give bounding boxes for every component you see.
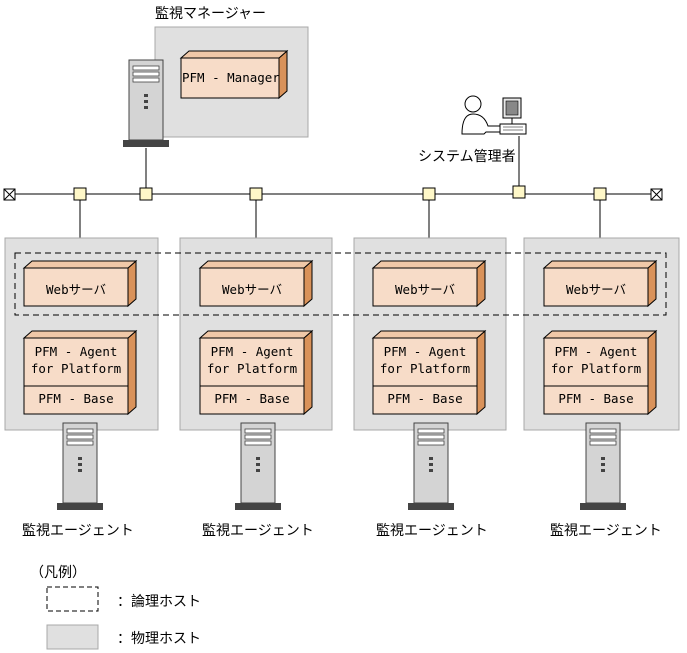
web-server-label: Webサーバ	[566, 282, 626, 297]
agent-host-label: 監視エージェント	[376, 523, 488, 539]
agent-server-icon	[56, 422, 104, 511]
agent-host-label: 監視エージェント	[202, 523, 314, 539]
manager-title: 監視マネージャー	[155, 6, 267, 22]
agent-server-icon	[579, 422, 627, 511]
agent-label-line1: PFM - Agent	[210, 344, 294, 359]
agent-label-line2: for Platform	[30, 361, 122, 376]
admin-label: システム管理者	[418, 149, 516, 165]
legend-physical-swatch	[46, 624, 99, 650]
manager-component-box	[179, 49, 289, 100]
logical-host-boundary	[14, 252, 667, 316]
agent-host-label: 監視エージェント	[22, 523, 134, 539]
legend-logical-label: ：論理ホスト	[117, 594, 201, 610]
legend-physical-label: ：物理ホスト	[117, 631, 201, 647]
administrator-icon	[461, 95, 527, 135]
agent-label-line2: for Platform	[550, 361, 642, 376]
agent-label-line1: PFM - Agent	[554, 344, 638, 359]
agent-server-icon	[234, 422, 282, 511]
base-label: PFM - Base	[387, 391, 463, 406]
bus-node	[139, 187, 153, 201]
agent-host-label: 監視エージェント	[550, 523, 662, 539]
bus-node	[73, 187, 87, 201]
manager-server-icon	[122, 59, 170, 148]
web-server-boxes	[22, 259, 658, 308]
manager-component-label: PFM - Manager	[182, 70, 280, 85]
agent-server-icon	[407, 422, 455, 511]
bus-node	[249, 187, 263, 201]
bus-terminator-left	[3, 188, 16, 201]
agent-label-line1: PFM - Agent	[383, 344, 467, 359]
bus-node	[593, 187, 607, 201]
base-label: PFM - Base	[38, 391, 114, 406]
base-label: PFM - Base	[558, 391, 634, 406]
web-server-label: Webサーバ	[222, 282, 282, 297]
legend-logical-swatch	[46, 586, 99, 612]
agent-base-boxes	[22, 329, 658, 416]
base-label: PFM - Base	[214, 391, 290, 406]
bus-node	[422, 187, 436, 201]
agent-label-line2: for Platform	[206, 361, 298, 376]
web-server-label: Webサーバ	[395, 282, 455, 297]
bus-node	[512, 185, 526, 199]
legend-title: （凡例）	[30, 565, 86, 581]
agent-label-line1: PFM - Agent	[34, 344, 118, 359]
web-server-label: Webサーバ	[46, 282, 106, 297]
agent-label-line2: for Platform	[379, 361, 471, 376]
bus-terminator-right	[650, 188, 663, 201]
